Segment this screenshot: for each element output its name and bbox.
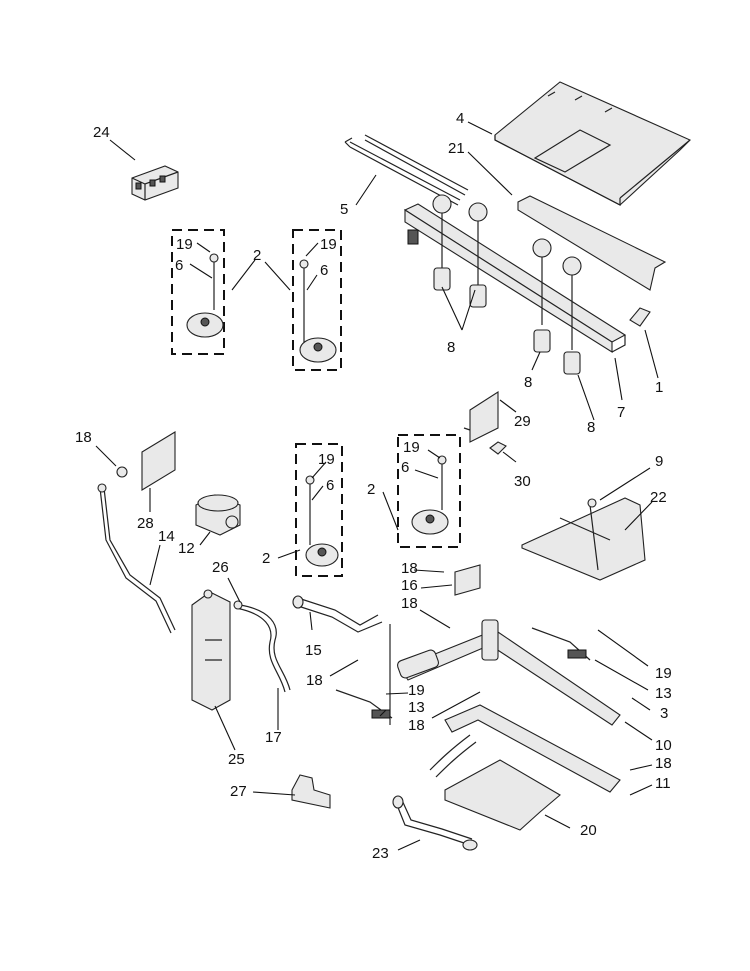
callout-6: 6 bbox=[320, 262, 328, 279]
callout-3: 3 bbox=[660, 705, 668, 722]
callout-18: 18 bbox=[306, 672, 323, 689]
callout-15: 15 bbox=[305, 642, 322, 659]
part-clip bbox=[291, 774, 331, 809]
callout-19: 19 bbox=[320, 236, 337, 253]
part-valve-assembly bbox=[191, 589, 291, 711]
callout-13: 13 bbox=[408, 699, 425, 716]
part-tube-23 bbox=[392, 795, 478, 851]
part-burner-tube-10 bbox=[429, 704, 621, 793]
callout-4: 4 bbox=[456, 110, 464, 127]
callout-29: 29 bbox=[514, 413, 531, 430]
part-terminal-block bbox=[131, 165, 179, 201]
callout-7: 7 bbox=[617, 404, 625, 421]
callout-25: 25 bbox=[228, 751, 245, 768]
callout-23: 23 bbox=[372, 845, 389, 862]
callout-19: 19 bbox=[655, 665, 672, 682]
callout-19: 19 bbox=[176, 236, 193, 253]
part-igniter-cable-13a bbox=[531, 627, 591, 661]
callout-14: 14 bbox=[158, 528, 175, 545]
callout-9: 9 bbox=[655, 453, 663, 470]
callout-19: 19 bbox=[318, 451, 335, 468]
callout-20: 20 bbox=[580, 822, 597, 839]
part-gas-tube bbox=[97, 483, 176, 634]
callout-8: 8 bbox=[524, 374, 532, 391]
callout-6: 6 bbox=[175, 257, 183, 274]
callout-2: 2 bbox=[262, 550, 270, 567]
part-cover-plate bbox=[494, 81, 691, 206]
part-heat-shield bbox=[517, 195, 667, 291]
callout-1: 1 bbox=[655, 379, 663, 396]
part-manifold bbox=[403, 194, 627, 375]
part-burner-tube-3 bbox=[396, 619, 621, 726]
callout-21: 21 bbox=[448, 140, 465, 157]
part-igniter-cable-13b bbox=[335, 689, 393, 719]
callout-19: 19 bbox=[403, 439, 420, 456]
callout-17: 17 bbox=[265, 729, 282, 746]
callout-18: 18 bbox=[401, 560, 418, 577]
callout-28: 28 bbox=[137, 515, 154, 532]
callout-6: 6 bbox=[326, 477, 334, 494]
callout-8: 8 bbox=[447, 339, 455, 356]
callout-16: 16 bbox=[401, 577, 418, 594]
callout-8: 8 bbox=[587, 419, 595, 436]
callout-27: 27 bbox=[230, 783, 247, 800]
callout-30: 30 bbox=[514, 473, 531, 490]
callout-labels: 24 4 21 5 19 6 2 19 6 8 8 8 1 7 29 30 18… bbox=[75, 110, 672, 862]
callout-19: 19 bbox=[408, 682, 425, 699]
part-heat-shield-20 bbox=[444, 759, 561, 831]
callout-18: 18 bbox=[655, 755, 672, 772]
igniter-group-lower-right bbox=[397, 434, 461, 548]
callout-18: 18 bbox=[408, 717, 425, 734]
callout-11: 11 bbox=[655, 775, 671, 792]
part-bracket-16 bbox=[454, 564, 481, 596]
callout-22: 22 bbox=[650, 489, 667, 506]
callout-18: 18 bbox=[401, 595, 418, 612]
callout-24: 24 bbox=[93, 124, 110, 141]
callout-13: 13 bbox=[655, 685, 672, 702]
callout-10: 10 bbox=[655, 737, 672, 754]
callout-5: 5 bbox=[340, 201, 348, 218]
part-regulator bbox=[195, 494, 241, 536]
callout-26: 26 bbox=[212, 559, 229, 576]
part-tube-15 bbox=[292, 595, 383, 633]
igniter-group-left bbox=[171, 229, 225, 355]
callout-12: 12 bbox=[178, 540, 195, 557]
part-bracket-28 bbox=[116, 431, 176, 491]
callout-18: 18 bbox=[75, 429, 92, 446]
part-bracket bbox=[463, 390, 499, 443]
leader-lines bbox=[95, 121, 659, 851]
callout-2: 2 bbox=[367, 481, 375, 498]
callout-2: 2 bbox=[253, 247, 261, 264]
igniter-group-mid bbox=[295, 443, 343, 577]
callout-6: 6 bbox=[401, 459, 409, 476]
part-screw-30 bbox=[489, 441, 507, 455]
part-screw bbox=[629, 307, 651, 327]
igniter-group-right bbox=[292, 229, 342, 371]
part-burner-tray bbox=[521, 497, 646, 581]
